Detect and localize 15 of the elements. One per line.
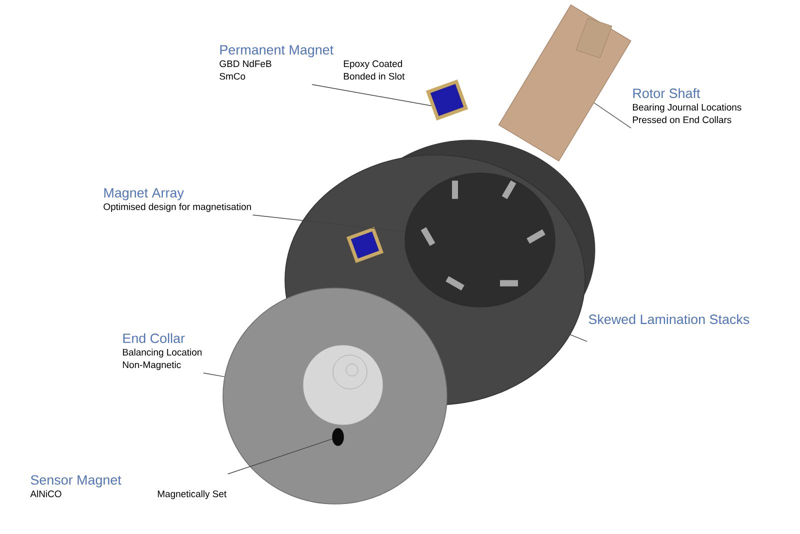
leader-line	[312, 84, 432, 106]
leader-line	[203, 372, 225, 378]
sensor-magnet	[332, 428, 344, 446]
leader-line	[570, 334, 588, 342]
rotor-shaft	[498, 4, 632, 162]
leader-line	[252, 214, 406, 232]
leader-line	[227, 438, 333, 474]
leader-line	[594, 102, 632, 128]
callout-text: Permanent Magnet GBD NdFeB Epoxy Coated SmCo Bonded in Slot	[220, 45, 405, 80]
callout-text: End Collar Balancing Location Non-Magnetic	[123, 333, 202, 370]
callout-text: Magnet Array Optimised design for magnetisation	[104, 188, 251, 212]
callout-text: Rotor Shaft Bearing Journal Locations Pressed on End Collars	[632, 88, 742, 124]
magnet-array	[404, 172, 556, 308]
callout-text: Sensor Magnet AlNiCO Magnetically Set	[30, 475, 227, 500]
callout-text: Skewed Lamination Stacks	[588, 314, 750, 324]
